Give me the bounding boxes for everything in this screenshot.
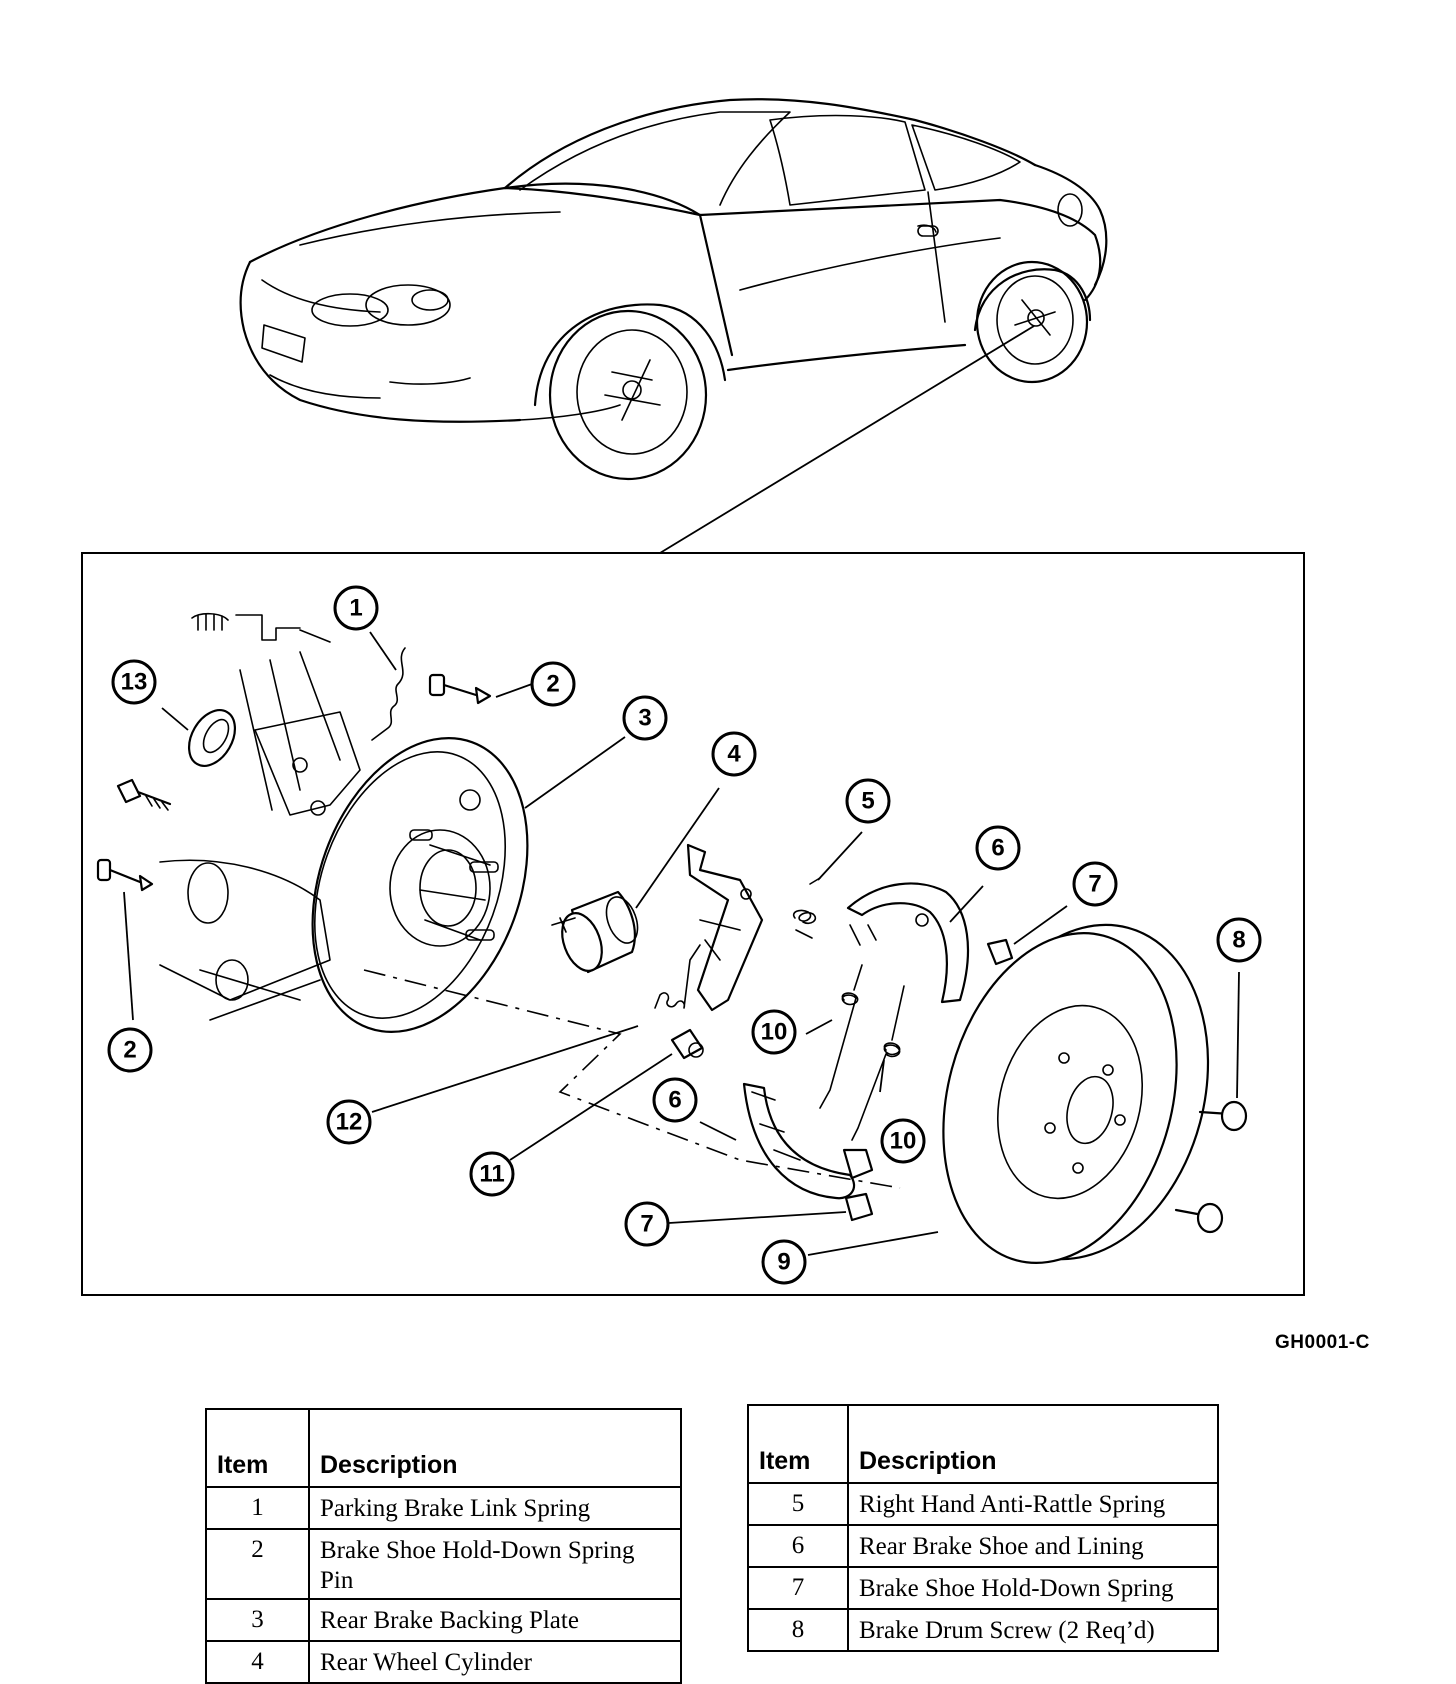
svg-text:3: 3 [638, 705, 651, 732]
item-number: 3 [205, 1598, 310, 1642]
pointer-lines [123, 631, 1240, 1256]
svg-text:13: 13 [121, 669, 148, 696]
item-header: Item [205, 1408, 310, 1488]
item-number: 6 [747, 1524, 849, 1568]
callout-3: 3 [622, 695, 668, 741]
svg-text:10: 10 [890, 1128, 917, 1155]
svg-text:8: 8 [1232, 927, 1245, 954]
parking-lever [686, 843, 764, 1012]
hold-down-pin-top [428, 673, 492, 705]
legend-table-left: Item Description 1 Parking Brake Link Sp… [205, 1408, 682, 1684]
drum-screw-upper [1198, 1100, 1248, 1132]
hold-down-pin-left [96, 858, 154, 892]
legend-header-row: Item Description [747, 1404, 1219, 1484]
item-description: Rear Brake Backing Plate [308, 1598, 682, 1642]
callout-2-left: 2 [107, 1027, 153, 1073]
svg-text:2: 2 [123, 1037, 136, 1064]
table-row: 5 Right Hand Anti-Rattle Spring [747, 1482, 1219, 1526]
table-row: 8 Brake Drum Screw (2 Req’d) [747, 1608, 1219, 1652]
lever-spring [654, 944, 701, 1009]
brake-shoe-upper [846, 882, 970, 1004]
item-number: 5 [747, 1482, 849, 1526]
backing-plate [311, 737, 529, 1033]
description-header: Description [308, 1408, 682, 1488]
callout-7-lower: 7 [624, 1201, 670, 1247]
item-description: Brake Shoe Hold-Down Spring [847, 1566, 1219, 1610]
callout-4: 4 [711, 731, 757, 777]
callout-13: 13 [111, 659, 157, 705]
seal-ring [187, 709, 237, 767]
brake-drum [942, 923, 1210, 1264]
svg-text:7: 7 [1088, 871, 1101, 898]
callout-5: 5 [845, 778, 891, 824]
item-description: Brake Drum Screw (2 Req’d) [847, 1608, 1219, 1652]
item-number: 8 [747, 1608, 849, 1652]
svg-text:4: 4 [727, 741, 741, 768]
callout-6-upper: 6 [975, 825, 1021, 871]
item-description: Right Hand Anti-Rattle Spring [847, 1482, 1219, 1526]
callout-12: 12 [326, 1099, 372, 1145]
item-description: Rear Brake Shoe and Lining [847, 1524, 1219, 1568]
item-number: 7 [747, 1566, 849, 1610]
link-spring [371, 647, 406, 741]
svg-text:12: 12 [336, 1109, 363, 1136]
callout-1: 1 [333, 585, 379, 631]
item-number: 2 [205, 1528, 310, 1600]
callout-2-top: 2 [530, 661, 576, 707]
hold-down-clip-lower [844, 1192, 874, 1222]
figure-code: GH0001-C [1275, 1332, 1370, 1353]
hub-bolt [116, 778, 172, 811]
return-spring-left [819, 964, 863, 1109]
description-header: Description [847, 1404, 1219, 1484]
drum-screw-lower [1174, 1202, 1224, 1234]
adjuster-clip [670, 1028, 704, 1060]
svg-text:5: 5 [861, 788, 874, 815]
svg-text:7: 7 [640, 1211, 653, 1238]
svg-text:6: 6 [991, 835, 1004, 862]
callout-7-upper: 7 [1072, 861, 1118, 907]
callout-10-upper: 10 [751, 1009, 797, 1055]
svg-text:1: 1 [349, 595, 362, 622]
svg-text:11: 11 [479, 1161, 504, 1188]
svg-text:10: 10 [761, 1019, 788, 1046]
item-description: Parking Brake Link Spring [308, 1486, 682, 1530]
legend-header-row: Item Description [205, 1408, 682, 1488]
table-row: 1 Parking Brake Link Spring [205, 1486, 682, 1530]
callout-6-lower: 6 [652, 1077, 698, 1123]
wheel-cylinder [551, 890, 639, 974]
item-number: 1 [205, 1486, 310, 1530]
item-description: Brake Shoe Hold-Down Spring Pin [308, 1528, 682, 1600]
return-spring-right [851, 985, 905, 1141]
table-row: 7 Brake Shoe Hold-Down Spring [747, 1566, 1219, 1610]
item-header: Item [747, 1404, 849, 1484]
svg-text:2: 2 [546, 671, 559, 698]
detail-frame [81, 552, 1305, 1296]
centerline [363, 969, 901, 1189]
knuckle-assembly [159, 651, 361, 1021]
table-row: 2 Brake Shoe Hold-Down Spring Pin [205, 1528, 682, 1600]
svg-text:9: 9 [777, 1249, 790, 1276]
car-illustration [239, 98, 1108, 481]
legend-table-right: Item Description 5 Right Hand Anti-Rattl… [747, 1404, 1219, 1652]
anti-rattle-spring [792, 877, 821, 939]
table-row: 6 Rear Brake Shoe and Lining [747, 1524, 1219, 1568]
table-row: 3 Rear Brake Backing Plate [205, 1598, 682, 1642]
item-description: Rear Wheel Cylinder [308, 1640, 682, 1684]
hold-down-clip-upper [986, 938, 1014, 966]
table-row: 4 Rear Wheel Cylinder [205, 1640, 682, 1684]
callout-8: 8 [1216, 917, 1262, 963]
brake-shoe-lower [742, 1082, 874, 1200]
item-number: 4 [205, 1640, 310, 1684]
svg-text:6: 6 [668, 1087, 681, 1114]
callout-9: 9 [761, 1239, 807, 1285]
parking-brake-bracket [191, 612, 331, 643]
callout-10-lower: 10 [880, 1118, 926, 1164]
detail-leader-line [659, 325, 1035, 554]
callout-11: 11 [469, 1151, 515, 1197]
